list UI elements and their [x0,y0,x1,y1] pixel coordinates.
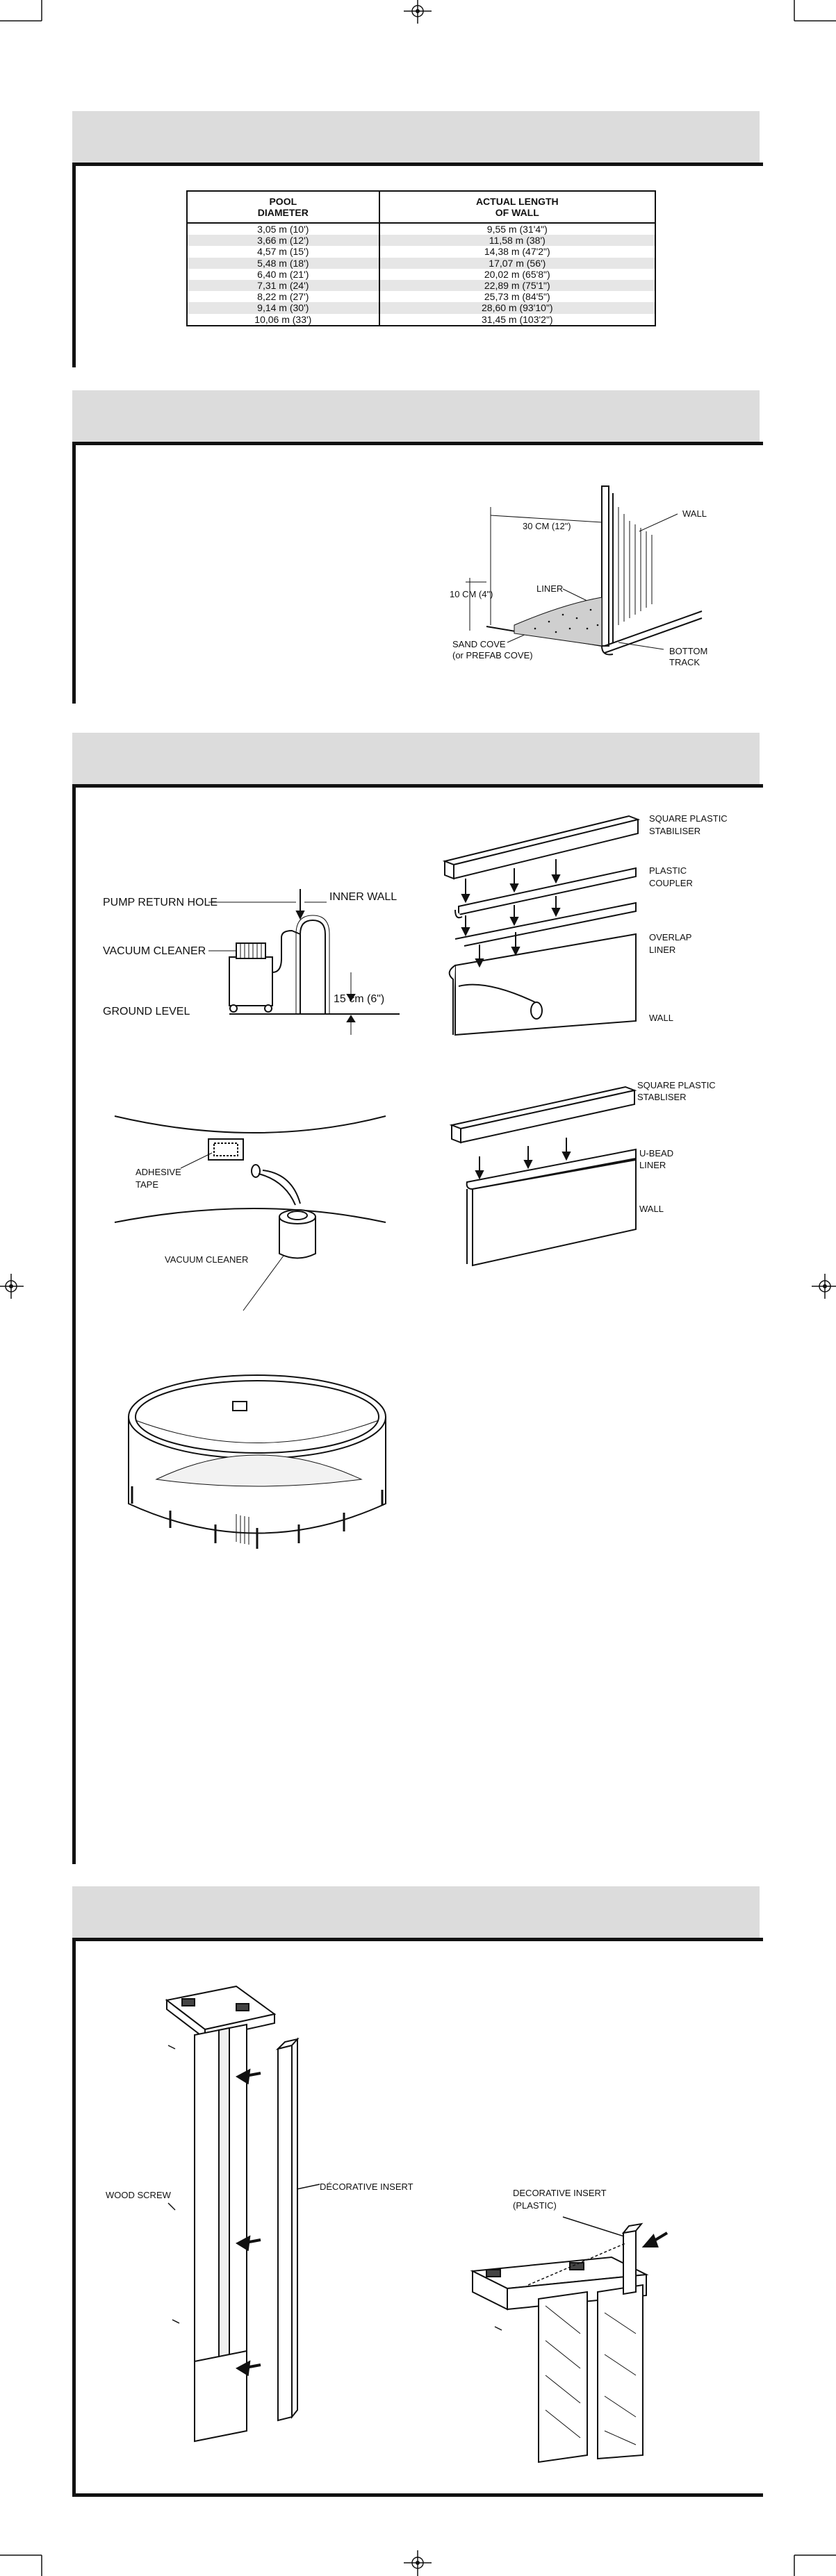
tape-vacuum-cleaner-label: VACUUM CLEANER [165,1254,249,1265]
cove-liner-label: LINER [536,583,564,594]
cove-dim-top-label: 30 cm (12") [523,521,571,531]
table-cell: 31,45 m (103'2") [378,313,657,326]
registration-mark-bottom [404,2550,432,2576]
table-row: 8,22 m (27')25,73 m (84'5") [186,291,657,303]
table-cell: 9,14 m (30') [186,302,380,314]
table-row: 5,48 m (18')17,07 m (56') [186,257,657,269]
overlap-wall-label: WALL [649,1013,673,1023]
ubead-square-plastic-label: SQUARE PLASTIC [637,1080,716,1090]
table-cell: 4,57 m (15') [186,246,380,258]
table-cell: 22,89 m (75'1") [378,280,657,292]
cove-track-label: TRACK [669,657,700,667]
overlap-stabiliser-label: STABILISER [649,826,701,836]
vac-vacuum-cleaner-label: VACUUM CLEANER [103,945,206,957]
table-cell: 20,02 m (65'8") [378,268,657,281]
tape-adhesive-label: ADHESIVE [136,1167,181,1177]
registration-mark-top [404,0,432,24]
table-row: 3,05 m (10')9,55 m (31'4") [186,223,657,235]
vac-inner-wall-label: INNER WALL [329,891,397,903]
table-row: 9,14 m (30')28,60 m (93'10") [186,302,657,314]
ubead-ubead-label: U-BEAD [639,1148,674,1158]
pool-wall-length-table: POOL DIAMETER ACTUAL LENGTH OF WALL 3,05… [186,190,657,326]
table-header-diameter: POOL DIAMETER [186,190,380,224]
overlap-square-plastic-label: SQUARE PLASTIC [649,813,728,824]
overlap-liner-label: LINER [649,945,676,955]
cove-bottom-label: BOTTOM [669,646,708,656]
ubead-wall-label: WALL [639,1204,664,1214]
table-cell: 10,06 m (33') [186,313,380,326]
vac-height-label: 15 cm (6") [334,993,385,1005]
table-cell: 3,66 m (12') [186,235,380,247]
table-row: 7,31 m (24')22,89 m (75'1") [186,280,657,292]
table-row: 3,66 m (12')11,58 m (38') [186,235,657,247]
post-wood-screw-label: WOOD SCREW [106,2190,171,2200]
table-row: 6,40 m (21')20,02 m (65'8") [186,268,657,281]
overlap-plastic-label: PLASTIC [649,865,687,876]
tape-tape-label: TAPE [136,1179,158,1190]
section-4-header-band [72,1886,760,1938]
table-cell: 8,22 m (27') [186,291,380,303]
table-cell: 7,31 m (24') [186,280,380,292]
insert-decorative-insert-label: DECORATIVE INSERT [513,2188,607,2198]
table-cell: 25,73 m (84'5") [378,291,657,303]
table-cell: 11,58 m (38') [378,235,657,247]
section-4-frame [72,1938,763,2497]
cove-dim-side-label: 10 cm (4") [450,589,493,599]
section-1-frame [72,163,763,367]
section-3-frame [72,784,763,1864]
table-cell: 5,48 m (18') [186,257,380,269]
table-cell: 14,38 m (47'2") [378,246,657,258]
ubead-liner-label: LINER [639,1160,666,1170]
table-cell: 9,55 m (31'4") [378,223,657,235]
table-cell: 28,60 m (93'10") [378,302,657,314]
table-row: 10,06 m (33')31,45 m (103'2") [186,313,657,326]
section-3-header-band [72,733,760,784]
table-cell: 3,05 m (10') [186,223,380,235]
section-2-header-band [72,390,760,442]
vac-ground-level-label: GROUND LEVEL [103,1006,190,1017]
cove-sand-cove-label: SAND COVE [452,639,506,649]
registration-mark-right [812,1274,836,1299]
table-header-row: POOL DIAMETER ACTUAL LENGTH OF WALL [186,190,657,224]
cove-wall-label: WALL [682,508,707,519]
overlap-coupler-label: COUPLER [649,878,693,888]
ubead-stabliser-label: STABLISER [637,1092,687,1102]
section-1-header-band [72,111,760,163]
overlap-overlap-label: OVERLAP [649,932,692,942]
cove-prefab-cove-label: (or PREFAB COVE) [452,650,533,660]
vac-pump-return-hole-label: PUMP RETURN HOLE [103,897,218,908]
table-header-wall-length: ACTUAL LENGTH OF WALL [378,190,657,224]
insert-plastic-label: (PLASTIC) [513,2200,557,2211]
section-2-frame [72,442,763,704]
post-decorative-insert-label: DÉCORATIVE INSERT [320,2182,413,2192]
registration-mark-left [0,1274,24,1299]
table-cell: 17,07 m (56') [378,257,657,269]
table-cell: 6,40 m (21') [186,268,380,281]
table-row: 4,57 m (15')14,38 m (47'2") [186,246,657,258]
